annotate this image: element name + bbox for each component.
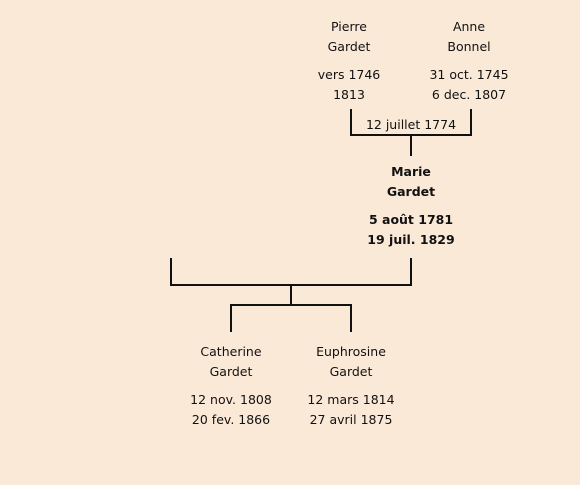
children-bracket (230, 304, 352, 332)
parents-marriage-date: 12 juillet 1774 (365, 117, 457, 132)
subject-spouse-bracket (170, 258, 412, 286)
person-subject[interactable]: Marie Gardet 5 août 1781 19 juil. 1829 (351, 162, 471, 250)
father-death: 1813 (333, 87, 365, 102)
subject-birth: 5 août 1781 (368, 212, 454, 227)
child-2-first-name: Euphrosine (316, 344, 386, 359)
father-birth: vers 1746 (317, 67, 381, 82)
person-mother[interactable]: Anne Bonnel 31 oct. 1745 6 dec. 1807 (409, 17, 529, 105)
subject-last-name: Gardet (386, 184, 436, 199)
child-2-death: 27 avril 1875 (309, 412, 393, 427)
mother-death: 6 dec. 1807 (431, 87, 507, 102)
mother-last-name: Bonnel (447, 39, 491, 54)
mother-first-name: Anne (452, 19, 486, 34)
father-first-name: Pierre (331, 19, 367, 34)
subject-first-name: Marie (391, 164, 431, 179)
person-father[interactable]: Pierre Gardet vers 1746 1813 (289, 17, 409, 105)
child-1-death: 20 fev. 1866 (191, 412, 271, 427)
child-1-first-name: Catherine (200, 344, 262, 359)
child-1-last-name: Gardet (209, 364, 253, 379)
child-2-birth: 12 mars 1814 (307, 392, 395, 407)
child-1-birth: 12 nov. 1808 (190, 392, 272, 407)
mother-birth: 31 oct. 1745 (429, 67, 509, 82)
subject-death: 19 juil. 1829 (367, 232, 455, 247)
child-2-last-name: Gardet (329, 364, 373, 379)
person-child-1[interactable]: Catherine Gardet 12 nov. 1808 20 fev. 18… (171, 342, 291, 430)
father-last-name: Gardet (327, 39, 371, 54)
person-child-2[interactable]: Euphrosine Gardet 12 mars 1814 27 avril … (291, 342, 411, 430)
